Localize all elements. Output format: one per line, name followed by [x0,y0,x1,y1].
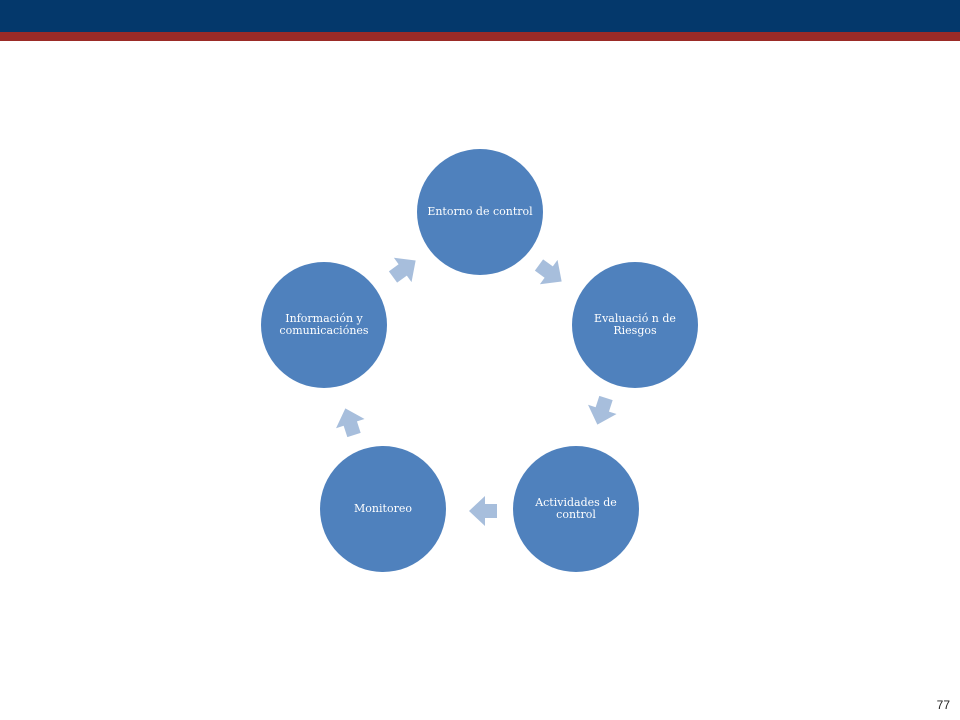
node-label: Información y comunicaciónes [279,312,369,337]
node-monitoreo: Monitoreo [320,446,446,572]
page-number: 77 [936,698,950,712]
node-label: Evaluació n de Riesgos [594,312,676,337]
node-entorno-de-control: Entorno de control [417,149,543,275]
node-label: Entorno de control [427,205,533,218]
arrow-monitoreo-to-informacion [336,408,365,438]
node-informacion-y-comunicaciones: Información y comunicaciónes [261,262,387,388]
arrow-entorno-to-evaluacion [534,259,562,285]
node-actividades-de-control: Actividades de control [513,446,639,572]
header-bar [0,0,960,32]
arrow-evaluacion-to-actividades [588,395,617,425]
arrow-actividades-to-monitoreo [469,496,497,526]
node-label: Monitoreo [354,502,412,515]
header-accent-bar [0,32,960,41]
arrow-informacion-to-entorno [388,257,416,283]
node-evaluacion-de-riesgos: Evaluació n de Riesgos [572,262,698,388]
node-label: Actividades de control [535,496,617,521]
